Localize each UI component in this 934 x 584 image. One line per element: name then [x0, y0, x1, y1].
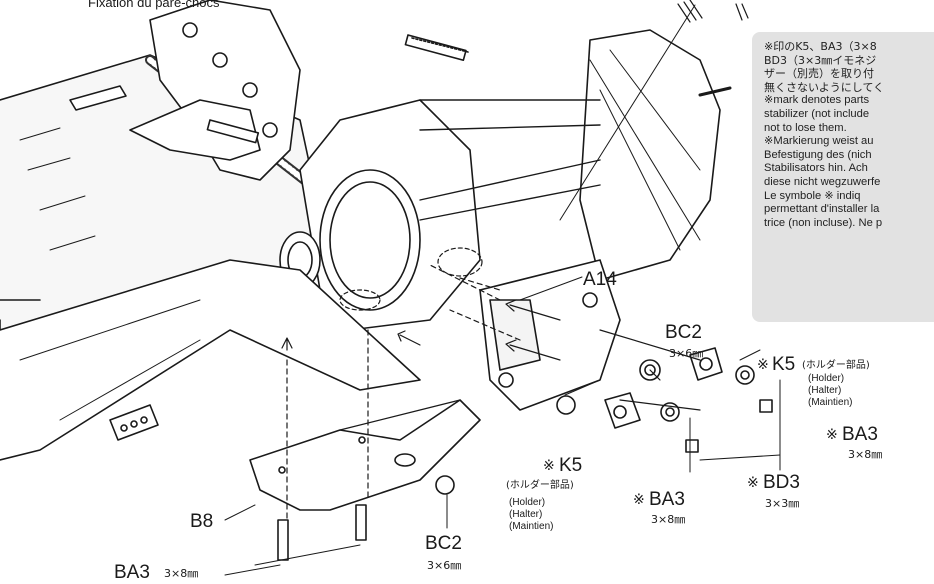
- note-line: ※mark denotes parts: [764, 94, 870, 107]
- note-line: permettant d'installer la: [764, 203, 880, 216]
- label-bd3: BD3: [763, 472, 800, 493]
- label-bc2-top: BC2: [665, 322, 702, 343]
- note-line: diese nicht wegzuwerfe: [764, 175, 881, 188]
- label-k5-right-en: (Holder): [808, 373, 845, 384]
- shock-tower: [129, 0, 301, 181]
- note-line: BD3（3×3㎜イモネジ: [764, 53, 877, 67]
- alignment-lines: [286, 247, 701, 521]
- note-line: stabilizer (not include: [764, 107, 870, 120]
- note-line: Le symbole ※ indiq: [764, 189, 861, 202]
- label-k5-right-jp: (ホルダー部品): [802, 360, 870, 371]
- label-k5-right-mark: ※: [757, 357, 769, 373]
- note-line: 無くさないようにしてく: [764, 80, 885, 94]
- drive-shaft: [419, 99, 601, 221]
- label-k5-mid-de: (Halter): [509, 509, 543, 520]
- label-bd3-mark: ※: [747, 475, 759, 491]
- note-line: not to lose them.: [764, 121, 847, 134]
- label-b8: B8: [190, 511, 214, 532]
- arrows: [281, 299, 561, 361]
- label-k5-mid: K5: [559, 455, 583, 476]
- k5-holder-right: [689, 347, 773, 413]
- label-ba3-right-mark: ※: [826, 427, 838, 443]
- label-k5-right: K5: [772, 354, 796, 375]
- bumper-b8: [249, 399, 481, 511]
- note-line: ザー（別売）を取り付: [764, 67, 874, 81]
- label-k5-mid-fr: (Maintien): [509, 521, 554, 532]
- label-ba3-right: BA3: [842, 424, 878, 445]
- label-ba3-bottom-size: 3×8㎜: [164, 567, 199, 580]
- k5-holder-mid: [604, 392, 699, 453]
- hatch-marks: [677, 0, 749, 23]
- label-ba3-right-size: 3×8㎜: [848, 448, 883, 461]
- label-ba3-mid-size: 3×8㎜: [651, 513, 686, 526]
- bottom-screws: [277, 475, 455, 561]
- label-a14: A14: [583, 269, 617, 290]
- label-bc2-top-size: 3×6㎜: [669, 347, 704, 360]
- label-ba3-mid: BA3: [649, 489, 685, 510]
- label-ba3-bottom: BA3: [114, 562, 150, 583]
- tower-screws: [206, 34, 469, 144]
- note-line: Stabilisators hin. Ach: [764, 162, 868, 175]
- note-line: trice (non incluse). Ne p: [764, 216, 883, 229]
- label-bd3-size: 3×3㎜: [765, 497, 800, 510]
- label-k5-mid-jp: (ホルダー部品): [506, 480, 574, 491]
- label-k5-mid-mark: ※: [543, 458, 555, 474]
- label-ba3-mid-mark: ※: [633, 492, 645, 508]
- label-bc2-bottom-size: 3×6㎜: [427, 559, 462, 572]
- note-line: ※Markierung weist au: [764, 135, 874, 148]
- note-line: ※印のK5、BA3（3×8: [764, 40, 877, 53]
- note-line: Befestigung des (nich: [764, 148, 872, 161]
- suspension-arm: [0, 259, 421, 461]
- label-k5-mid-en: (Holder): [509, 497, 546, 508]
- diff-housing: [579, 29, 732, 281]
- label-k5-right-de: (Halter): [808, 385, 842, 396]
- label-bc2-bottom: BC2: [425, 533, 462, 554]
- holder-a14: [479, 259, 621, 411]
- parts-note-panel: ※印のK5、BA3（3×8 BD3（3×3㎜イモネジ ザー（別売）を取り付 無く…: [752, 32, 934, 322]
- label-k5-right-fr: (Maintien): [808, 397, 853, 408]
- section-caption: Fixation du pare-chocs: [88, 0, 220, 10]
- label-leaders: [224, 4, 781, 576]
